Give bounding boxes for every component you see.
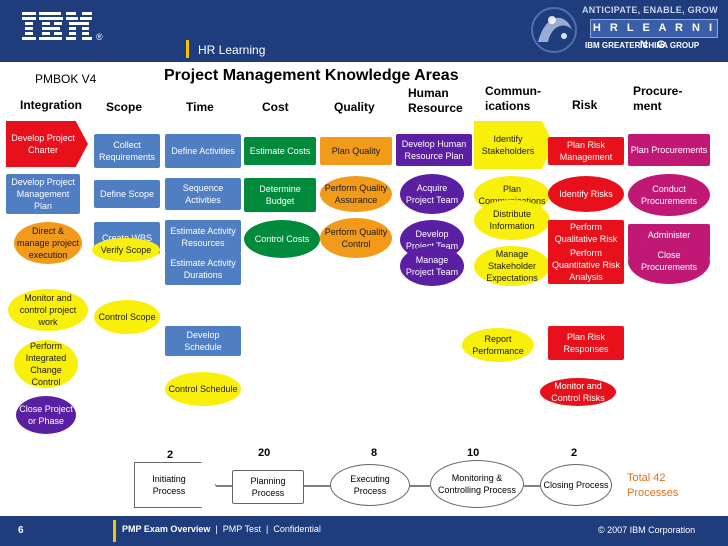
- process-identify-risks: Identify Risks: [548, 176, 624, 212]
- area-procurement: Procure-ment: [633, 84, 683, 113]
- copyright: © 2007 IBM Corporation: [598, 525, 696, 535]
- hr-swirl-icon: [531, 7, 577, 53]
- process-define-activities: Define Activities: [165, 134, 241, 168]
- area-human-resource: Human Resource: [408, 86, 463, 115]
- process-direct-manage-execution: Direct & manage project execution: [14, 222, 82, 264]
- area-time: Time: [186, 100, 214, 114]
- footer-course: PMP Exam Overview: [122, 524, 211, 534]
- area-risk: Risk: [572, 98, 598, 112]
- process-verify-scope: Verify Scope: [92, 238, 160, 262]
- process-collect-requirements: Collect Requirements: [94, 134, 160, 168]
- area-scope: Scope: [106, 100, 143, 114]
- process-plan-procurements: Plan Procurements: [628, 134, 710, 166]
- process-estimate-costs: Estimate Costs: [244, 137, 316, 165]
- process-estimate-resources: Estimate Activity Resources: [165, 220, 241, 254]
- header-bar: ® HR Learning ANTICIPATE, ENABLE, GROW H…: [0, 0, 728, 62]
- count-closing: 2: [571, 447, 578, 459]
- group-executing: Executing Process: [330, 464, 410, 506]
- process-quantitative-risk: Perform Quantitative Risk Analysis: [548, 246, 624, 284]
- registered-mark: ®: [96, 32, 103, 42]
- area-integration: Integration: [20, 98, 82, 112]
- process-sequence-activities: Sequence Activities: [165, 178, 241, 210]
- count-monitoring: 10: [467, 447, 480, 459]
- footer-divider: [113, 520, 116, 542]
- process-monitor-control-risks: Monitor and Control Risks: [540, 378, 616, 406]
- count-planning: 20: [258, 447, 271, 459]
- group-initiating: Initiating Process: [134, 462, 216, 508]
- process-acquire-team: Acquire Project Team: [400, 174, 464, 214]
- group-monitoring-controlling: Monitoring & Controlling Process: [430, 460, 524, 508]
- process-estimate-durations: Estimate Activity Durations: [165, 253, 241, 285]
- process-control-scope: Control Scope: [94, 300, 160, 334]
- process-monitor-control-work: Monitor and control project work: [8, 289, 88, 331]
- page-number: 6: [18, 525, 24, 536]
- footer-confidential: Confidential: [273, 524, 321, 534]
- group-closing: Closing Process: [540, 464, 612, 506]
- count-executing: 8: [371, 447, 378, 459]
- process-develop-pm-plan: Develop Project Management Plan: [6, 174, 80, 214]
- pmbok-label: PMBOK V4: [35, 72, 97, 86]
- group-name: IBM GREATER CHINA GROUP: [585, 41, 700, 50]
- process-manage-stakeholder-expectations: Manage Stakeholder Expectations: [474, 246, 550, 286]
- process-develop-hr-plan: Develop Human Resource Plan: [396, 134, 472, 166]
- process-quality-assurance: Perform Quality Assurance: [320, 176, 392, 212]
- ibm-logo: [22, 12, 92, 40]
- footer-bar: [0, 516, 728, 546]
- process-plan-risk-responses: Plan Risk Responses: [548, 326, 624, 360]
- process-distribute-information: Distribute Information: [474, 200, 550, 240]
- footer-test: PMP Test: [222, 524, 261, 534]
- footer-separator: |: [215, 524, 218, 534]
- header-title: HR Learning: [198, 43, 266, 57]
- footer-separator: |: [265, 524, 269, 534]
- area-communications: Commun-ications: [485, 84, 541, 113]
- footer-text: PMP Exam Overview | PMP Test | Confident…: [122, 524, 321, 534]
- slide-title: Project Management Knowledge Areas: [164, 67, 459, 84]
- process-quality-control: Perform Quality Control: [320, 218, 392, 258]
- process-determine-budget: Determine Budget: [244, 178, 316, 212]
- process-identify-stakeholders: Identify Stakeholders: [474, 121, 554, 169]
- hr-learning-badge: H R L E A R N I N G: [590, 19, 718, 51]
- tagline: ANTICIPATE, ENABLE, GROW: [582, 5, 718, 15]
- process-plan-risk-management: Plan Risk Management: [548, 137, 624, 165]
- header-divider: [186, 40, 189, 58]
- process-define-scope: Define Scope: [94, 180, 160, 208]
- process-manage-team: Manage Project Team: [400, 246, 464, 286]
- total-processes: Total 42 Processes: [627, 472, 679, 499]
- process-plan-quality: Plan Quality: [320, 137, 392, 165]
- area-quality: Quality: [334, 100, 375, 114]
- process-close-project: Close Project or Phase: [16, 396, 76, 434]
- process-develop-project-charter: Develop Project Charter: [6, 121, 88, 167]
- process-close-procurements: Close Procurements: [628, 238, 710, 284]
- process-develop-schedule: Develop Schedule: [165, 326, 241, 356]
- count-initiating: 2: [167, 449, 174, 461]
- process-control-costs: Control Costs: [244, 220, 320, 258]
- process-report-performance: Report Performance: [462, 328, 534, 362]
- process-control-schedule: Control Schedule: [165, 372, 241, 406]
- group-planning: Planning Process: [232, 470, 304, 504]
- process-flow-connectors: [216, 485, 544, 487]
- area-cost: Cost: [262, 100, 289, 114]
- process-integrated-change-control: Perform Integrated Change Control: [14, 340, 78, 388]
- process-conduct-procurements: Conduct Procurements: [628, 174, 710, 216]
